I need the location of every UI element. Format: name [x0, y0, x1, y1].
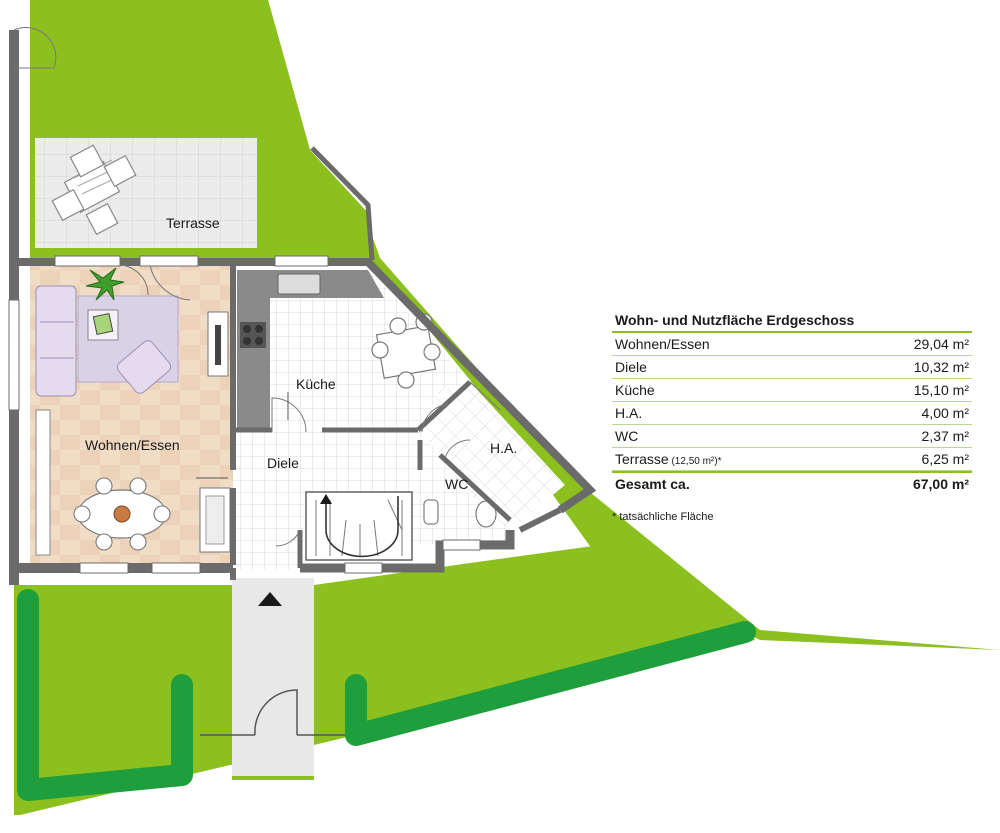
entry-path — [232, 578, 314, 776]
armchair — [116, 340, 172, 394]
terrace-furniture — [51, 144, 137, 236]
area-row: Küche 15,10 m² — [612, 379, 972, 402]
area-row-value: 29,04 m² — [913, 336, 969, 352]
dining-chairs — [73, 477, 171, 551]
room-label-terrasse: Terrasse — [166, 215, 220, 231]
area-row: WC 2,37 m² — [612, 425, 972, 448]
windows — [8, 255, 481, 574]
room-label-kueche: Küche — [296, 376, 336, 392]
tv-icon — [215, 325, 221, 365]
hedge-left — [17, 589, 193, 801]
area-row-label: Diele — [615, 359, 647, 375]
room-label-ha: H.A. — [490, 440, 517, 456]
fruit-bowl-icon — [113, 505, 131, 523]
white-area — [268, 0, 1000, 650]
room-label-diele: Diele — [267, 455, 299, 471]
floor-ha — [420, 382, 565, 530]
area-footnote: * tatsächliche Fläche — [612, 511, 714, 523]
area-row: H.A. 4,00 m² — [612, 402, 972, 425]
area-row: Diele 10,32 m² — [612, 356, 972, 379]
area-row-value: 10,32 m² — [913, 359, 969, 375]
area-row-label: Küche — [615, 382, 655, 398]
sideboard — [35, 409, 51, 556]
garden-gate — [254, 689, 298, 736]
area-row-total: Gesamt ca. 67,00 m² — [612, 471, 972, 495]
area-row-value: 2,37 m² — [921, 428, 969, 444]
area-table: Wohn- und Nutzfläche Erdgeschoss Wohnen/… — [612, 312, 972, 523]
entry-arrow-icon — [258, 592, 282, 606]
burner-icon — [255, 325, 263, 333]
area-row-value: 15,10 m² — [913, 382, 969, 398]
stove-icon — [240, 322, 266, 348]
room-label-wohnen: Wohnen/Essen — [85, 437, 180, 453]
hedge-right — [345, 621, 756, 746]
area-row-sublabel: (12,50 m²)* — [668, 456, 722, 467]
stair-handrail — [325, 496, 399, 558]
magazine-icon — [92, 312, 114, 336]
area-row-value: 6,25 m² — [921, 451, 969, 467]
kitchen-counter — [237, 270, 384, 430]
area-row-value: 4,00 m² — [921, 405, 969, 421]
stair-treads — [315, 499, 403, 557]
washbasin-icon — [423, 499, 439, 525]
sink-icon — [277, 273, 321, 295]
area-row-label: H.A. — [615, 405, 643, 421]
area-total-label: Gesamt ca. — [615, 476, 690, 492]
burner-icon — [243, 337, 251, 345]
area-row-label: Terrasse (12,50 m²)* — [615, 451, 722, 467]
plant-icon — [85, 267, 125, 301]
stair-arrow-icon — [320, 494, 332, 504]
area-row-label: Wohnen/Essen — [615, 336, 710, 352]
lawn-south — [14, 545, 755, 815]
room-label-wc: WC — [445, 476, 468, 492]
fireplace-inner — [205, 495, 225, 545]
area-row: Terrasse (12,50 m²)* 6,25 m² — [612, 448, 972, 471]
door-swings — [13, 27, 501, 547]
burner-icon — [255, 337, 263, 345]
sofa — [35, 285, 77, 397]
area-row-label: WC — [615, 428, 639, 444]
area-total-value: 67,00 m² — [912, 476, 969, 492]
area-table-title: Wohn- und Nutzfläche Erdgeschoss — [612, 312, 972, 333]
area-row: Wohnen/Essen 29,04 m² — [612, 333, 972, 356]
burner-icon — [243, 325, 251, 333]
